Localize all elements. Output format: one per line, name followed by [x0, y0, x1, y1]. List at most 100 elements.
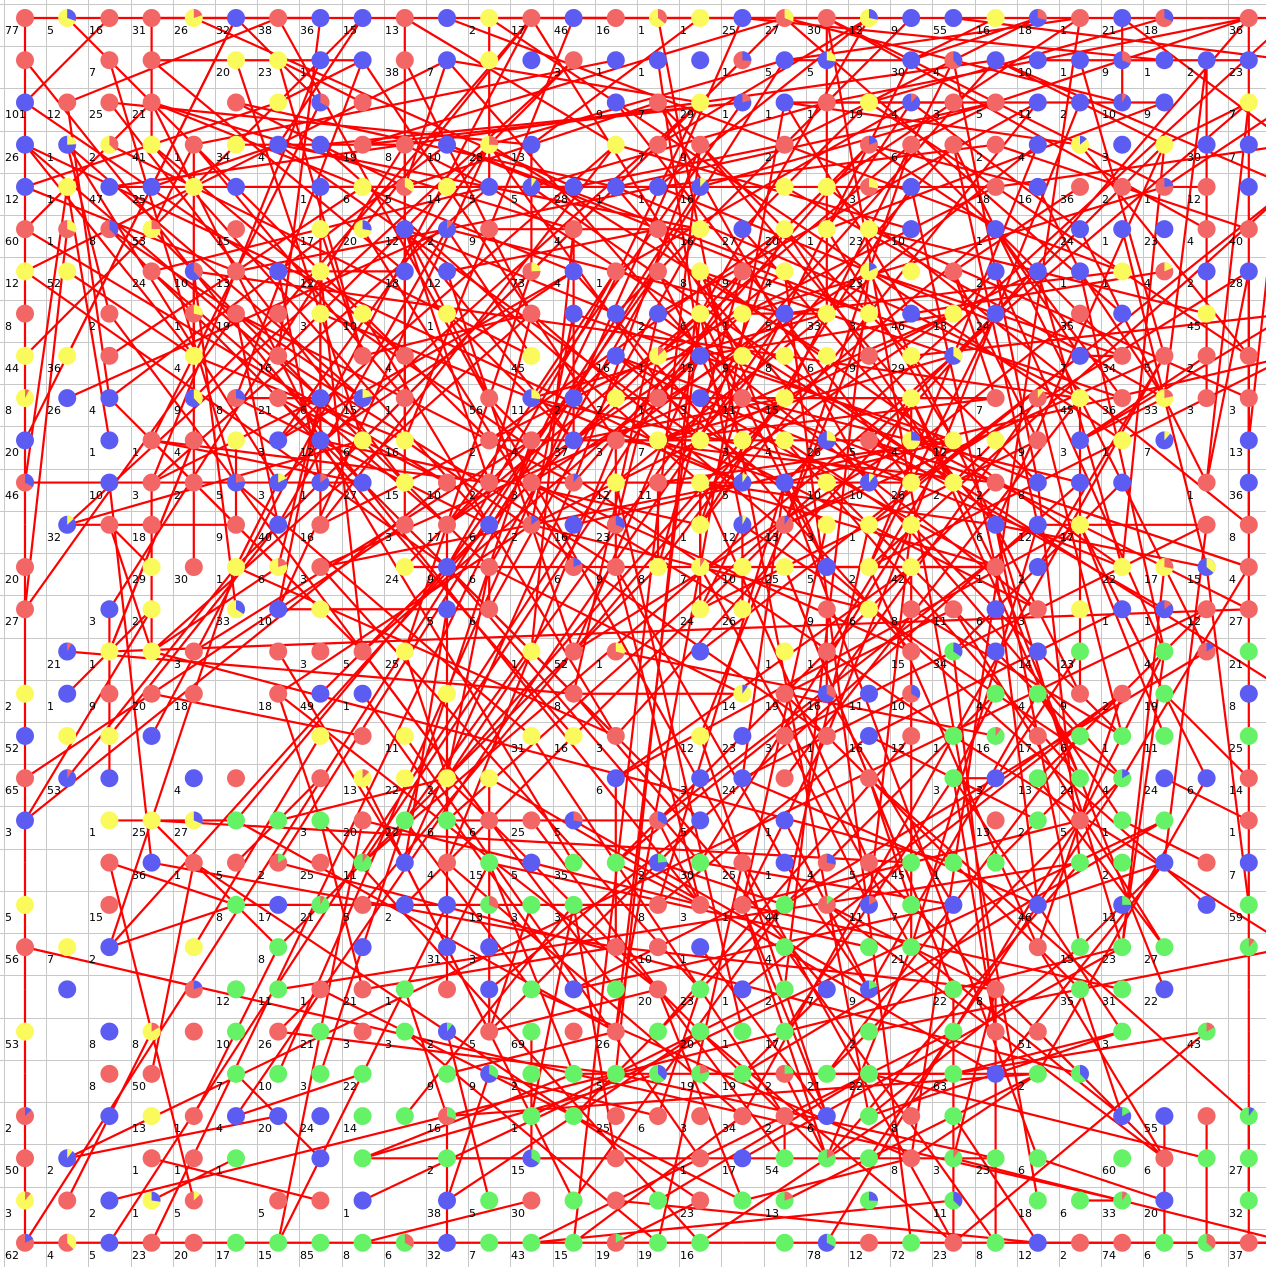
pie-node — [16, 1191, 34, 1210]
node — [100, 938, 119, 957]
edge — [361, 228, 575, 568]
count-label: 21 — [1229, 658, 1243, 671]
count-label: 63 — [933, 1080, 947, 1093]
node — [564, 51, 583, 70]
node — [944, 980, 963, 999]
edge — [277, 17, 364, 146]
node — [395, 980, 414, 999]
pie-node — [16, 389, 34, 408]
node — [733, 980, 752, 999]
node — [227, 769, 245, 788]
node — [1239, 389, 1258, 408]
node — [1071, 1191, 1089, 1210]
edge — [784, 608, 954, 695]
edge — [952, 439, 997, 484]
node — [1113, 135, 1132, 154]
edge — [278, 861, 1081, 991]
count-label: 36 — [1229, 489, 1243, 502]
node — [1113, 473, 1132, 492]
node — [649, 389, 667, 408]
count-label: 73 — [511, 277, 525, 290]
pie-node — [1071, 135, 1089, 154]
node — [902, 9, 921, 27]
count-label: 3 — [1060, 446, 1067, 459]
pie-node — [860, 135, 878, 154]
count-label: 62 — [5, 1249, 19, 1262]
edge — [867, 524, 913, 906]
node — [606, 51, 625, 70]
node — [480, 558, 499, 577]
count-label: 1 — [976, 573, 983, 586]
count-label: 12 — [1102, 911, 1116, 924]
edge — [24, 481, 448, 822]
node — [227, 811, 245, 830]
node — [100, 811, 119, 830]
count-label: 22 — [1144, 995, 1158, 1008]
count-label: 6 — [1060, 1207, 1067, 1220]
node — [522, 473, 541, 492]
count-label: 7 — [638, 108, 645, 121]
node — [142, 1149, 161, 1168]
node — [1197, 895, 1216, 914]
count-label: 30 — [174, 573, 188, 586]
count-label: 4 — [174, 362, 181, 375]
node — [1155, 853, 1174, 872]
count-label: 11 — [849, 700, 863, 713]
node — [353, 1149, 372, 1168]
count-label: 6 — [469, 615, 476, 628]
count-label: 21 — [1102, 24, 1116, 37]
count-label: 34 — [216, 151, 230, 164]
count-label: 22 — [1102, 573, 1116, 586]
count-label: 13 — [132, 1122, 146, 1135]
node — [1239, 642, 1258, 661]
edge — [108, 270, 744, 1244]
node — [1028, 558, 1047, 577]
count-label: 6 — [469, 531, 476, 544]
count-label: 16 — [807, 700, 821, 713]
node — [902, 1149, 921, 1168]
count-label: 1 — [1060, 277, 1067, 290]
node — [564, 980, 583, 999]
node — [480, 1191, 499, 1210]
node — [480, 600, 499, 619]
node — [16, 684, 34, 703]
count-label: 1 — [47, 193, 54, 206]
node — [733, 431, 752, 450]
count-label: 7 — [638, 446, 645, 459]
pie-node — [1239, 1107, 1258, 1126]
node — [480, 389, 499, 408]
count-label: 2 — [849, 573, 856, 586]
node — [269, 980, 288, 999]
pie-node — [1113, 1107, 1132, 1126]
node — [1197, 304, 1216, 323]
edge — [362, 1199, 532, 1244]
node — [606, 9, 625, 27]
count-label: 25 — [132, 826, 146, 839]
node — [564, 389, 583, 408]
count-label: 8 — [891, 1164, 898, 1177]
node — [1197, 1107, 1216, 1126]
edge — [1163, 524, 1208, 863]
node — [902, 558, 921, 577]
edge — [319, 820, 364, 1032]
node — [311, 304, 330, 323]
node — [1113, 558, 1132, 577]
count-label: 1 — [638, 24, 645, 37]
node — [480, 177, 499, 196]
edge — [445, 566, 491, 779]
count-label: 3 — [1018, 615, 1025, 628]
node — [353, 431, 372, 450]
node — [564, 853, 583, 872]
count-label: 6 — [469, 826, 476, 839]
node — [649, 177, 667, 196]
node — [860, 304, 878, 323]
count-label: 4 — [1102, 784, 1109, 797]
node — [522, 1191, 541, 1210]
count-label: 36 — [1102, 404, 1116, 417]
count-label: 1 — [47, 151, 54, 164]
count-label: 44 — [765, 911, 779, 924]
count-label: 2 — [132, 615, 139, 628]
count-label: 20 — [343, 826, 357, 839]
node — [1071, 220, 1089, 239]
node — [691, 980, 710, 999]
